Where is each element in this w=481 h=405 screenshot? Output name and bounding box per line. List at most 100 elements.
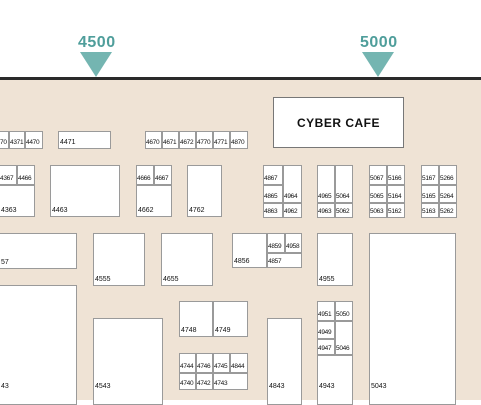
booth[interactable]: 5166 — [387, 165, 405, 185]
booth[interactable]: 5050 — [335, 301, 353, 321]
booth[interactable]: 5064 — [335, 165, 353, 203]
booth-number: 4964 — [284, 193, 298, 200]
booth-number: 4667 — [155, 175, 169, 182]
booth[interactable]: 4771 — [213, 131, 230, 149]
booth[interactable]: 4943 — [317, 355, 353, 405]
booth-number: 4762 — [189, 207, 205, 214]
booth[interactable]: 4743 — [213, 373, 248, 390]
booth-number: 5165 — [422, 193, 436, 200]
booth-number: 5043 — [371, 383, 387, 390]
booth-number: 4555 — [95, 276, 111, 283]
booth-number: 5262 — [440, 208, 454, 215]
booth[interactable]: 5262 — [439, 203, 457, 218]
booth-number: 5046 — [336, 345, 350, 352]
booth-number: 4857 — [268, 258, 282, 265]
booth[interactable]: 4762 — [187, 165, 222, 217]
booth[interactable]: 4371 — [9, 131, 25, 149]
booth[interactable]: 4863 — [263, 203, 283, 218]
booth[interactable]: 4471 — [58, 131, 111, 149]
booth[interactable]: 4865 — [263, 185, 283, 203]
booth[interactable]: 5163 — [421, 203, 439, 218]
booth-number: 4749 — [215, 327, 231, 334]
booth[interactable]: 5067 — [369, 165, 387, 185]
booth[interactable]: 4740 — [179, 373, 196, 390]
booth-number: 4470 — [26, 139, 40, 146]
booth[interactable]: 5264 — [439, 185, 457, 203]
booth[interactable]: 4949 — [317, 321, 335, 339]
booth[interactable]: 5165 — [421, 185, 439, 203]
booth-number: 4666 — [137, 175, 151, 182]
booth[interactable]: 4856 — [232, 233, 267, 268]
booth[interactable]: 4744 — [179, 353, 196, 373]
booth[interactable]: 4963 — [317, 203, 335, 218]
aisle-arrow-5000-icon — [362, 52, 394, 77]
booth-number: 4743 — [214, 380, 228, 387]
aisle-label-5000: 5000 — [360, 34, 398, 51]
booth-number: 4955 — [319, 276, 335, 283]
booth[interactable]: 4857 — [267, 253, 302, 268]
booth[interactable]: 4844 — [230, 353, 248, 373]
booth[interactable]: 4662 — [136, 185, 172, 217]
booth-number: 4844 — [231, 363, 245, 370]
booth[interactable]: 4670 — [145, 131, 162, 149]
booth-number: 4843 — [269, 383, 285, 390]
booth-number: 4662 — [138, 207, 154, 214]
booth-number: 5164 — [388, 193, 402, 200]
booth[interactable]: 4870 — [230, 131, 248, 149]
booth[interactable]: 4951 — [317, 301, 335, 321]
booth[interactable]: 4958 — [285, 233, 302, 253]
booth-number: 4363 — [1, 207, 17, 214]
booth[interactable]: 4947 — [317, 339, 335, 355]
booth[interactable]: 5065 — [369, 185, 387, 203]
booth-number: 4770 — [197, 139, 211, 146]
booth-number: 4671 — [163, 139, 177, 146]
booth[interactable]: 4867 — [263, 165, 283, 185]
booth-number: 4655 — [163, 276, 179, 283]
booth[interactable]: 5266 — [439, 165, 457, 185]
booth[interactable]: 4466 — [17, 165, 35, 185]
booth[interactable]: 4745 — [213, 353, 230, 373]
booth[interactable]: 4746 — [196, 353, 213, 373]
booth[interactable]: 4667 — [154, 165, 172, 185]
booth[interactable]: 4964 — [283, 165, 302, 203]
booth[interactable]: 4955 — [317, 233, 353, 286]
booth[interactable]: 5043 — [369, 233, 456, 405]
booth-number: 57 — [1, 259, 9, 266]
aisle-label-4500: 4500 — [78, 34, 116, 51]
booth[interactable]: 4367 — [0, 165, 17, 185]
booth[interactable]: 4463 — [50, 165, 120, 217]
booth[interactable]: 4672 — [179, 131, 196, 149]
booth[interactable]: 4543 — [93, 318, 163, 405]
booth-number: 4746 — [197, 363, 211, 370]
booth[interactable]: 4666 — [136, 165, 154, 185]
booth-number: 5063 — [370, 208, 384, 215]
booth[interactable]: 5164 — [387, 185, 405, 203]
booth[interactable]: 70 — [0, 131, 9, 149]
booth[interactable]: 5063 — [369, 203, 387, 218]
booth[interactable]: 4655 — [161, 233, 213, 286]
booth-number: 4943 — [319, 383, 335, 390]
booth[interactable]: 4671 — [162, 131, 179, 149]
booth[interactable]: 4749 — [213, 301, 248, 337]
cyber-cafe[interactable]: CYBER CAFE — [273, 97, 404, 148]
booth[interactable]: 4843 — [267, 318, 302, 405]
booth[interactable]: 4859 — [267, 233, 285, 253]
booth-number: 4965 — [318, 193, 332, 200]
booth-number: 4744 — [180, 363, 194, 370]
booth[interactable]: 4770 — [196, 131, 213, 149]
booth[interactable]: 4742 — [196, 373, 213, 390]
booth[interactable]: 4555 — [93, 233, 145, 286]
booth[interactable]: 5162 — [387, 203, 405, 218]
booth[interactable]: 5167 — [421, 165, 439, 185]
booth[interactable]: 4363 — [0, 185, 35, 217]
booth[interactable]: 4962 — [283, 203, 302, 218]
booth[interactable]: 4965 — [317, 165, 335, 203]
booth[interactable]: 43 — [0, 285, 77, 405]
booth[interactable]: 5046 — [335, 321, 353, 355]
booth[interactable]: 4748 — [179, 301, 213, 337]
booth[interactable]: 57 — [0, 233, 77, 269]
booth-number: 5067 — [370, 175, 384, 182]
booth[interactable]: 5062 — [335, 203, 353, 218]
booth-number: 4870 — [231, 139, 245, 146]
booth[interactable]: 4470 — [25, 131, 43, 149]
